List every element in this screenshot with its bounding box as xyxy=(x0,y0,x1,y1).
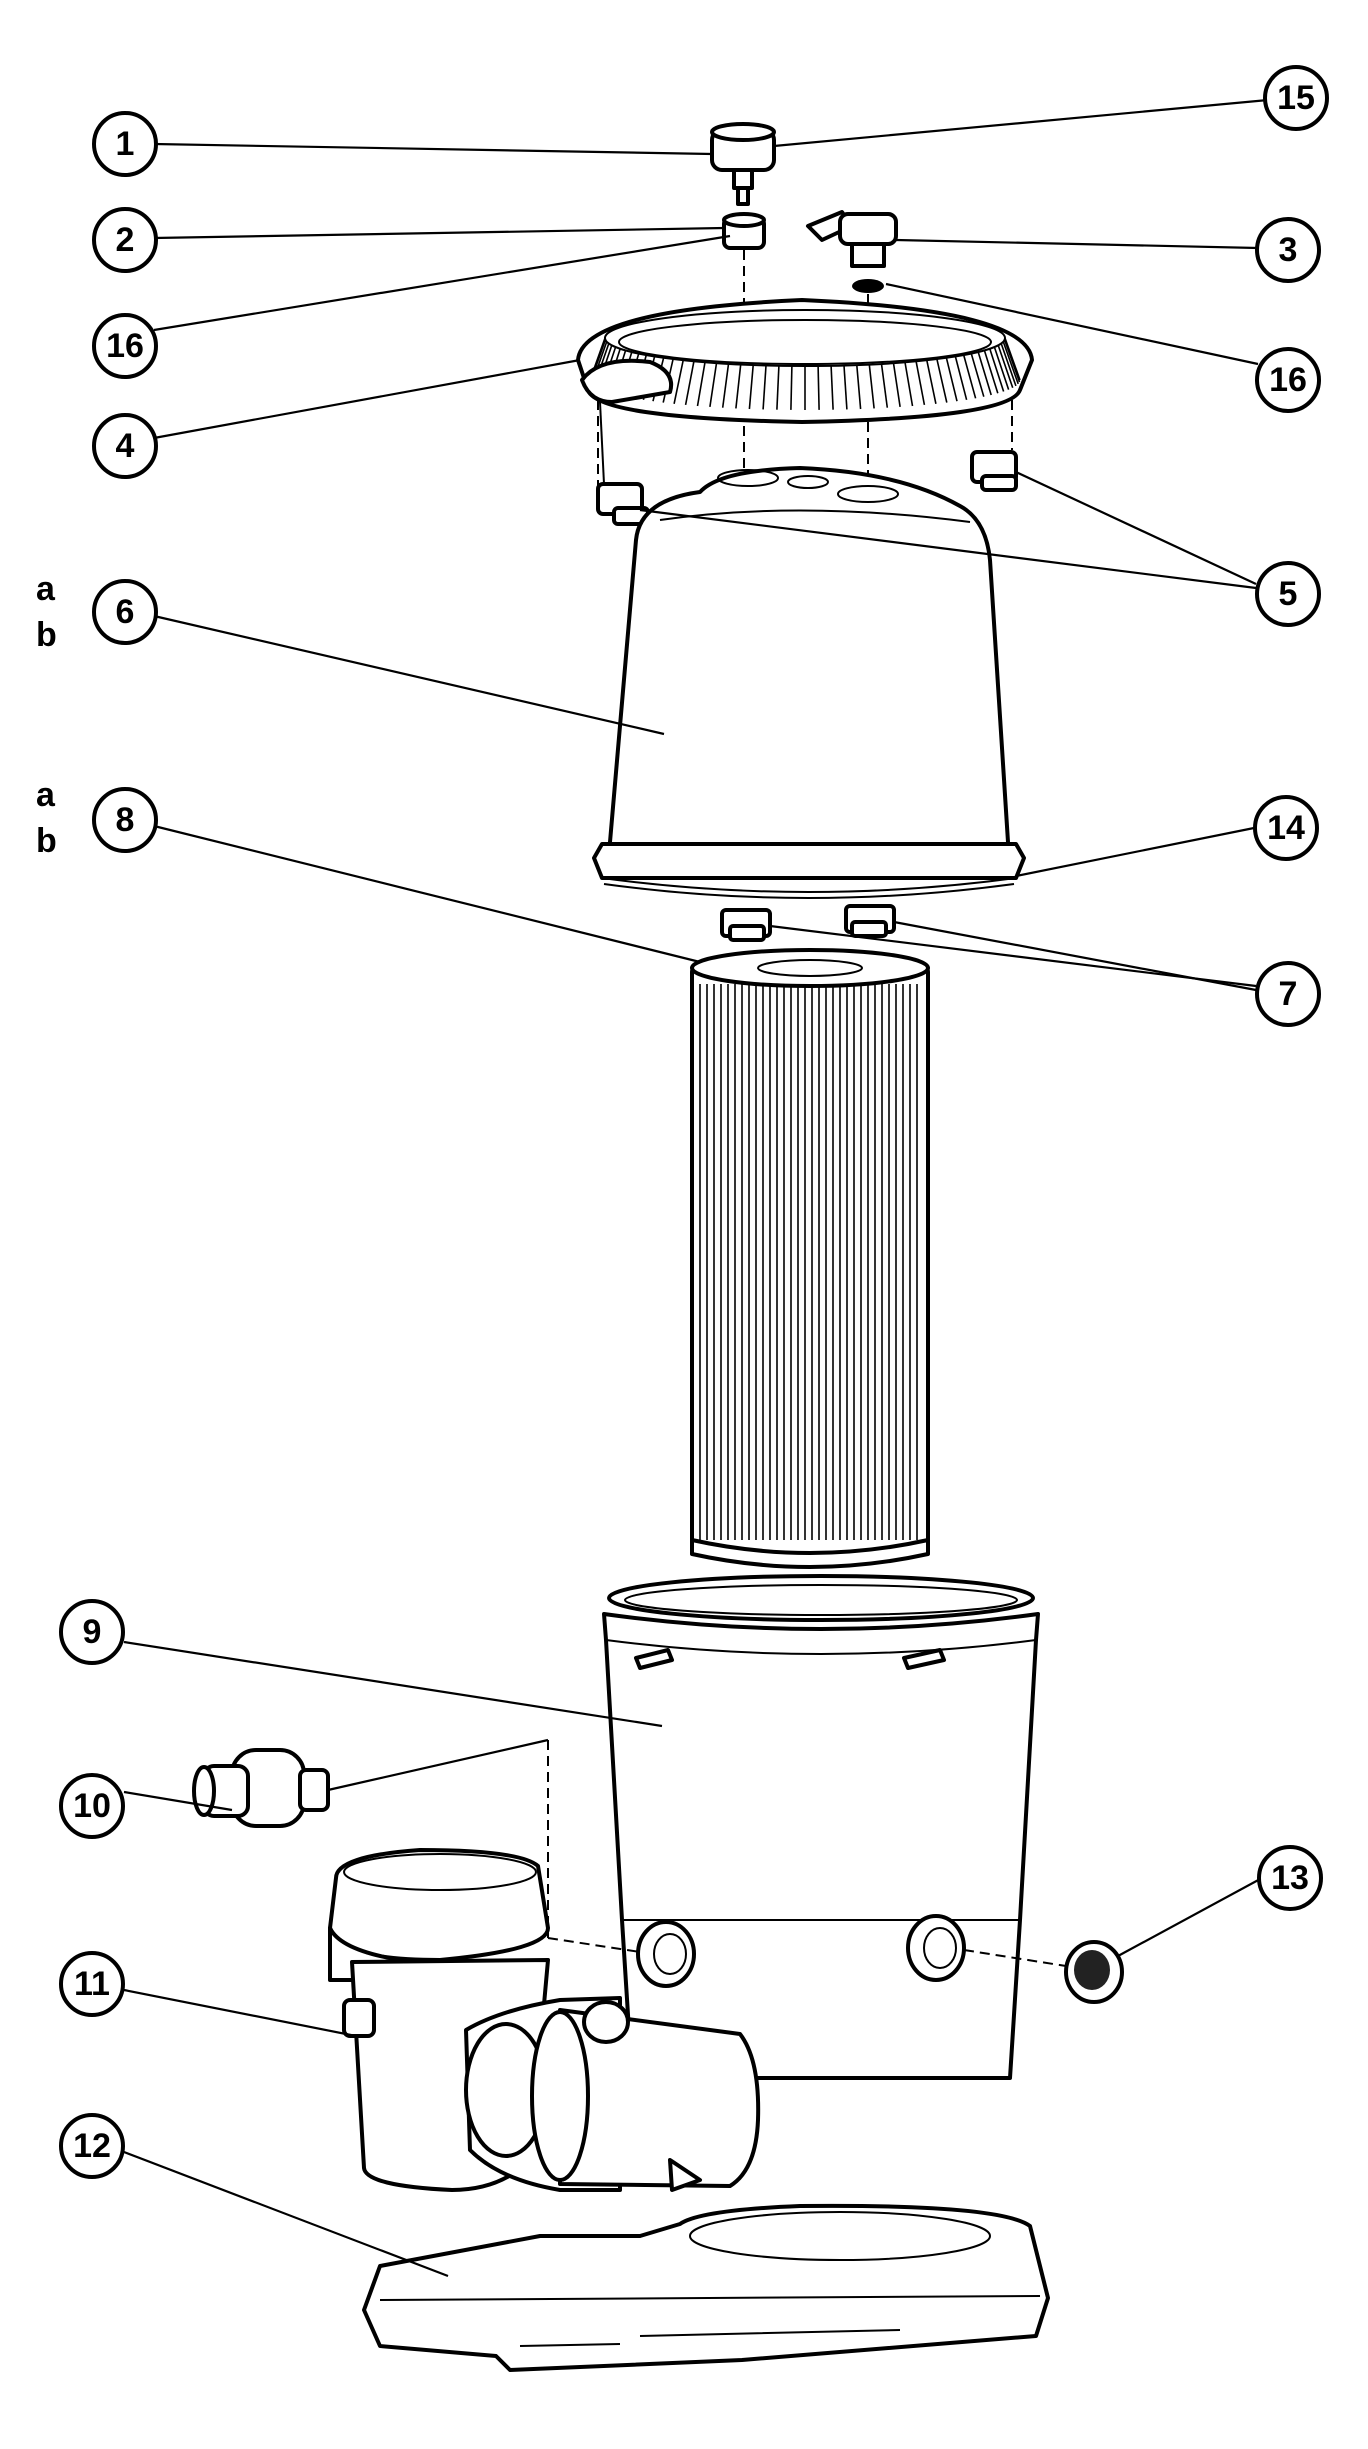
cartridge-filter xyxy=(690,948,930,1569)
callout-2: 2 xyxy=(92,207,158,273)
callout-6: 6 xyxy=(92,579,158,645)
svg-text:6: 6 xyxy=(116,593,135,631)
callout-14: 14 xyxy=(1253,795,1319,861)
svg-text:16: 16 xyxy=(106,327,144,365)
svg-text:7: 7 xyxy=(1279,975,1298,1013)
callout-13: 13 xyxy=(1257,1845,1323,1911)
base-plate xyxy=(362,2203,1050,2372)
part8-variant-b: b xyxy=(36,822,57,860)
gauge-adapter xyxy=(722,212,766,250)
cartridge-clip-left xyxy=(720,908,772,942)
pressure-gauge xyxy=(710,122,776,206)
callout-16-left: 16 xyxy=(92,313,158,379)
part6-variant-b: b xyxy=(36,616,57,654)
tank-body xyxy=(602,1574,1040,2080)
callout-7: 7 xyxy=(1255,961,1321,1027)
hose-adapter xyxy=(192,1748,330,1828)
cartridge-clip-right xyxy=(844,904,896,938)
pump-motor xyxy=(328,1740,761,2192)
svg-text:12: 12 xyxy=(73,2127,111,2165)
tank-o-ring xyxy=(601,877,1017,899)
svg-text:9: 9 xyxy=(83,1613,102,1651)
callout-3: 3 xyxy=(1255,217,1321,283)
clamp-latch-right xyxy=(970,450,1018,492)
callout-12: 12 xyxy=(59,2113,125,2179)
part8-variant-a: a xyxy=(36,776,56,814)
svg-text:14: 14 xyxy=(1267,809,1305,847)
callout-9: 9 xyxy=(59,1599,125,1665)
svg-text:16: 16 xyxy=(1269,361,1307,399)
svg-text:1: 1 xyxy=(116,125,135,163)
air-valve-o-ring xyxy=(852,279,884,293)
locking-ring xyxy=(576,298,1034,424)
callout-15: 15 xyxy=(1263,65,1329,131)
air-release-valve xyxy=(806,210,898,268)
svg-text:2: 2 xyxy=(116,221,135,259)
part6-variant-a: a xyxy=(36,570,56,608)
svg-text:3: 3 xyxy=(1279,231,1298,269)
svg-text:4: 4 xyxy=(116,427,135,465)
drain-plug xyxy=(963,1940,1124,2004)
clamp-latch-left xyxy=(596,401,650,526)
callout-11: 11 xyxy=(59,1951,125,2017)
leader-lines xyxy=(123,98,1269,2278)
svg-text:15: 15 xyxy=(1277,79,1315,117)
svg-text:10: 10 xyxy=(73,1787,111,1825)
svg-text:13: 13 xyxy=(1271,1859,1309,1897)
svg-text:5: 5 xyxy=(1279,575,1298,613)
callout-5: 5 xyxy=(1255,561,1321,627)
filter-dome xyxy=(592,466,1026,880)
callout-1: 1 xyxy=(92,111,158,177)
callout-16-right: 16 xyxy=(1255,347,1321,413)
callout-10: 10 xyxy=(59,1773,125,1839)
callout-4: 4 xyxy=(92,413,158,479)
svg-text:11: 11 xyxy=(74,1965,110,2003)
svg-text:8: 8 xyxy=(116,801,135,839)
callout-8: 8 xyxy=(92,787,158,853)
